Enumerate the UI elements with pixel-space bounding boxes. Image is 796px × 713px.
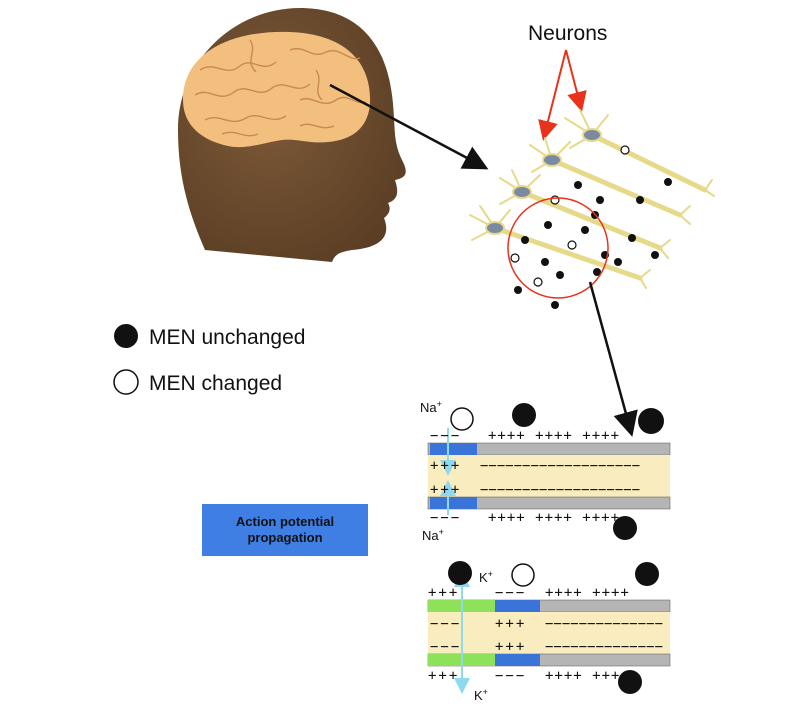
neurons-title: Neurons — [528, 22, 607, 45]
charge-row: −−−−−−−−−−−−−−−−−−− — [480, 458, 640, 474]
neuron-2 — [529, 137, 691, 225]
charge-row: ++++ ++++ — [545, 668, 630, 684]
zoom-circle — [507, 197, 609, 299]
men-unchanged-particle — [618, 670, 642, 694]
neuron-network — [469, 109, 715, 289]
charge-row: −−− — [495, 585, 526, 601]
men-changed-particle — [511, 563, 535, 587]
charge-row: +++ — [428, 585, 459, 601]
men-unchanged-particle — [613, 516, 637, 540]
men-unchanged-particle — [512, 403, 536, 427]
charge-row: −−− — [430, 616, 461, 632]
men-unchanged-particle — [635, 562, 659, 586]
charge-row: +++ — [495, 616, 526, 632]
charge-row: ++++ ++++ ++++ — [488, 428, 620, 444]
neuron-particles — [510, 145, 672, 309]
action-potential-box: Action potential propagation — [202, 504, 368, 556]
legend-changed-label: MEN changed — [149, 372, 282, 395]
charge-row: −−− — [495, 668, 526, 684]
action-potential-line2: propagation — [247, 530, 323, 545]
brain-illustration — [183, 31, 371, 148]
charge-row: −−−−−−−−−−−−−− — [545, 616, 663, 632]
neuron-3 — [499, 169, 671, 259]
na-label-top: Na+ — [420, 399, 442, 415]
neuron-4 — [469, 205, 651, 289]
axon-1-charges: −−− ++++ ++++ ++++ +++ −−−−−−−−−−−−−−−−−−− +… — [430, 428, 640, 526]
zoom-to-axon-arrow — [588, 281, 638, 437]
charge-row: −−− — [430, 428, 461, 444]
legend-unchanged-label: MEN unchanged — [149, 326, 305, 349]
neurons-pointer-arrows — [538, 49, 587, 141]
charge-row: +++ — [495, 639, 526, 655]
men-unchanged-particle — [638, 408, 664, 434]
k-label-top: K+ — [479, 569, 493, 585]
charge-row: +++ — [430, 482, 461, 498]
action-potential-line1: Action potential — [235, 514, 335, 529]
na-label-bottom: Na+ — [422, 527, 444, 543]
legend-changed-marker — [113, 369, 139, 395]
legend-unchanged-marker — [114, 324, 138, 348]
legend: MEN unchanged MEN changed — [113, 324, 305, 395]
brain-to-neurons-arrow — [329, 83, 489, 170]
axon-segment-1: Na+ Na+ — [420, 399, 671, 543]
charge-row: −−−−−−−−−−−−−− — [545, 639, 663, 655]
neuron-1 — [564, 109, 715, 197]
k-label-bottom: K+ — [474, 687, 488, 703]
charge-row: −−− — [430, 510, 461, 526]
men-unchanged-particle — [448, 561, 472, 585]
axon-2-charges: +++−−−++++ ++++−−−+++−−−−−−−−−−−−−−−−−++… — [428, 585, 663, 684]
men-changed-particle — [450, 407, 474, 431]
charge-row: +++ — [428, 668, 459, 684]
charge-row: −−− — [430, 639, 461, 655]
charge-row: ++++ ++++ — [545, 585, 630, 601]
axon-segment-2: K+ K+ — [427, 561, 671, 703]
charge-row: ++++ ++++ ++++ — [488, 510, 620, 526]
charge-row: −−−−−−−−−−−−−−−−−−− — [480, 482, 640, 498]
charge-row: +++ — [430, 458, 461, 474]
